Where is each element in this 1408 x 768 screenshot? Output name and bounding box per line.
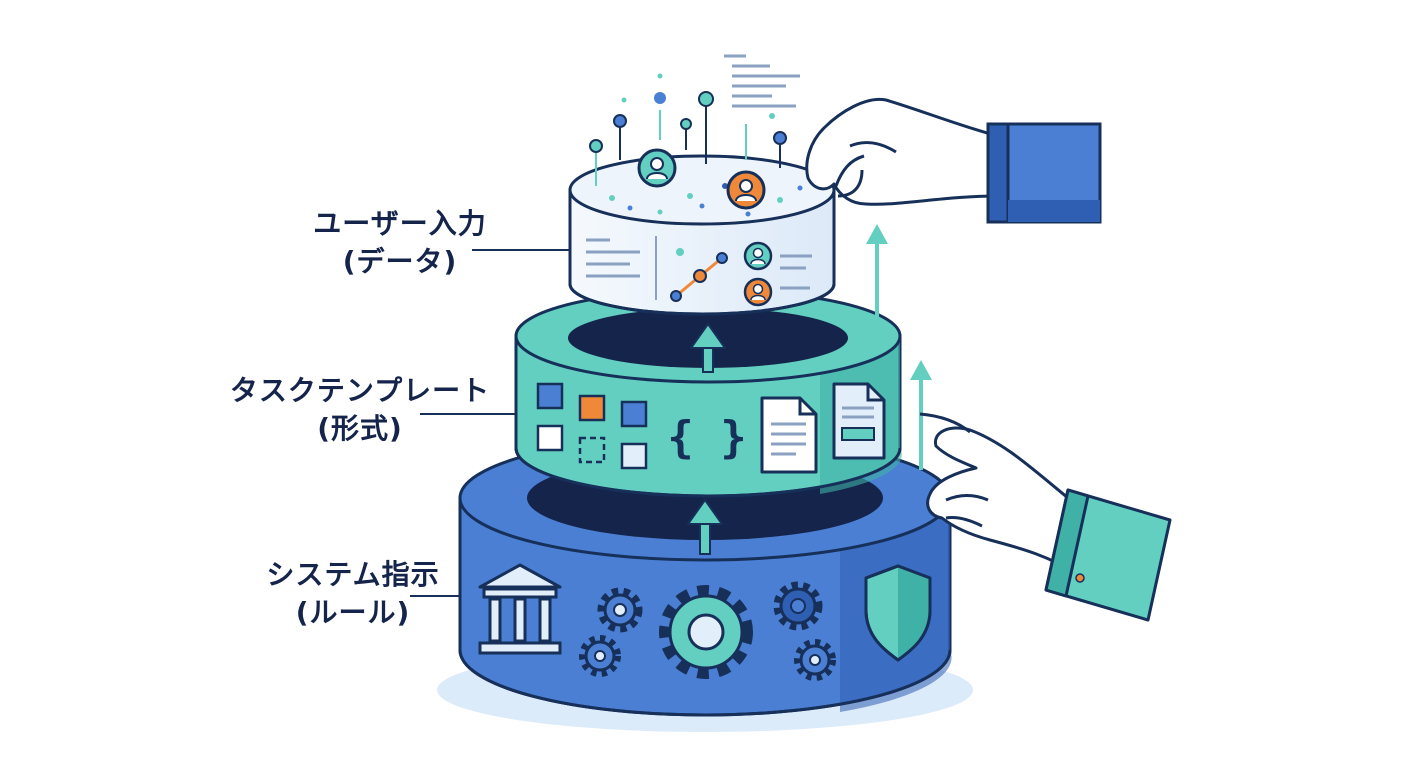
label-system-instruction-line2: (ルール) bbox=[295, 596, 411, 629]
document-icon-2 bbox=[832, 382, 886, 460]
label-task-template-line1: タスクテンプレート bbox=[229, 374, 491, 407]
label-system-instruction-line1: システム指示 bbox=[266, 558, 440, 591]
format-layer: { } bbox=[514, 288, 902, 498]
user-icon-side-1 bbox=[743, 241, 773, 271]
grid-icon bbox=[536, 382, 648, 470]
label-task-template: タスクテンプレート (形式) bbox=[215, 372, 505, 448]
arrow-up-icon-side-middle bbox=[910, 360, 932, 470]
document-icon-1 bbox=[760, 396, 818, 474]
label-user-input: ユーザー入力 (データ) bbox=[300, 205, 500, 281]
label-user-input-line2: (データ) bbox=[342, 245, 458, 278]
label-user-input-line1: ユーザー入力 bbox=[313, 207, 487, 240]
bank-icon bbox=[478, 563, 562, 655]
gear-icon-small-2 bbox=[579, 635, 621, 677]
gear-icon-large bbox=[659, 585, 753, 679]
network-graph-icon bbox=[670, 248, 728, 302]
hand-icon-bottom bbox=[919, 412, 1172, 622]
arrow-up-icon-upper bbox=[690, 323, 726, 373]
text-lines-icon bbox=[586, 236, 657, 300]
hand-icon-top bbox=[805, 97, 1102, 224]
user-icon-side-2 bbox=[743, 277, 773, 307]
text-lines-icon-right bbox=[780, 254, 812, 290]
user-icon-top-1 bbox=[637, 148, 677, 188]
braces-symbol: { } bbox=[667, 412, 746, 463]
label-system-instruction: システム指示 (ルール) bbox=[248, 556, 458, 632]
data-dots bbox=[609, 183, 803, 217]
shield-icon bbox=[864, 564, 932, 662]
floating-data-pins bbox=[589, 73, 787, 186]
arrow-up-icon-lower bbox=[687, 499, 723, 555]
gear-icon-small-3 bbox=[773, 581, 823, 631]
gear-icon-small-1 bbox=[597, 587, 643, 633]
arrow-up-icon-side-top bbox=[866, 224, 888, 334]
gear-icon-small-4 bbox=[794, 639, 836, 681]
label-task-template-line2: (形式) bbox=[317, 412, 403, 445]
floating-text-lines bbox=[724, 54, 800, 108]
data-layer bbox=[568, 148, 836, 316]
user-icon-top-2 bbox=[726, 170, 766, 210]
